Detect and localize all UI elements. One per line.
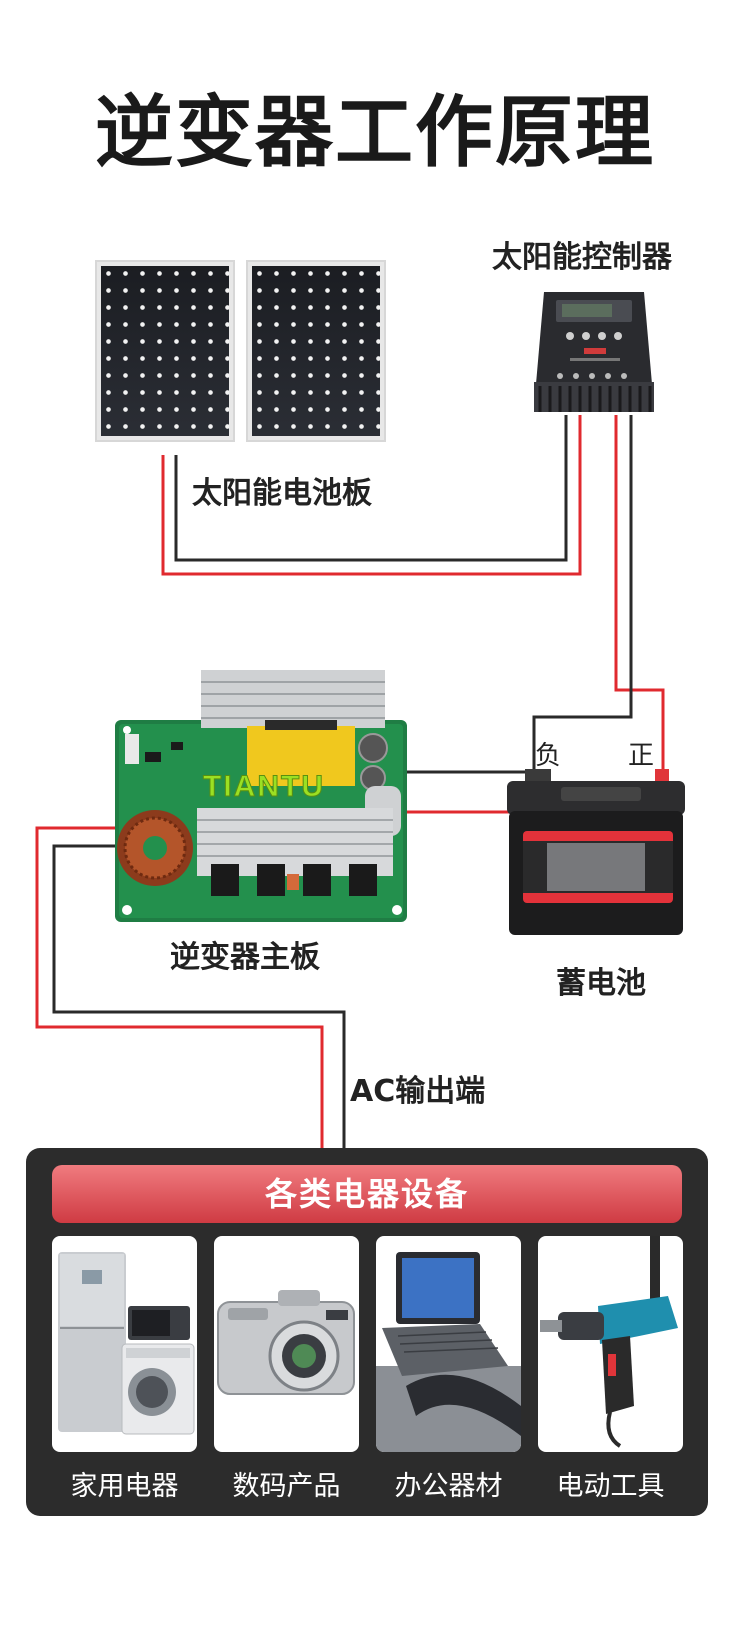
wire-controller-positive [614,415,665,770]
solar-controller-icon [534,292,654,412]
inverter-label: 逆变器主板 [170,940,320,975]
wire-controller-negative [532,415,633,770]
digital-camera-icon [217,1290,355,1395]
wire-solar-positive [161,415,582,576]
inverter-brand-mark: TIANTU [203,770,325,803]
battery-label: 蓄电池 [556,966,646,1001]
page-title: 逆变器工作原理 [94,88,655,178]
solar-panel-left [95,260,235,442]
appliance-card-digital[interactable] [214,1236,359,1452]
solar-panel-label: 太阳能电池板 [192,476,372,511]
appliance-label-tools: 电动工具 [556,1471,665,1502]
battery-icon [507,769,685,935]
wire-solar-negative [174,415,568,562]
home-appliances-icon [58,1252,195,1435]
wire-ac-live [35,826,324,1150]
appliance-label-digital: 数码产品 [232,1471,341,1502]
ac-output-label: AC输出端 [350,1074,486,1109]
appliance-label-office: 办公器材 [394,1471,503,1502]
power-drill-icon [540,1236,678,1448]
appliance-card-office[interactable] [376,1236,521,1452]
solar-panel-right [246,260,386,442]
appliance-card-tools[interactable] [538,1236,683,1452]
wire-ac-neutral [52,844,346,1150]
appliance-label-home: 家用电器 [70,1471,179,1502]
controller-label: 太阳能控制器 [492,240,672,275]
battery-positive-label: 正 [628,741,655,771]
battery-negative-label: 负 [535,741,562,771]
appliance-card-home[interactable] [52,1236,197,1452]
laptop-icon [376,1252,521,1452]
appliance-header: 各类电器设备 [52,1165,682,1223]
inverter-board-icon: TIANTU [115,670,407,922]
